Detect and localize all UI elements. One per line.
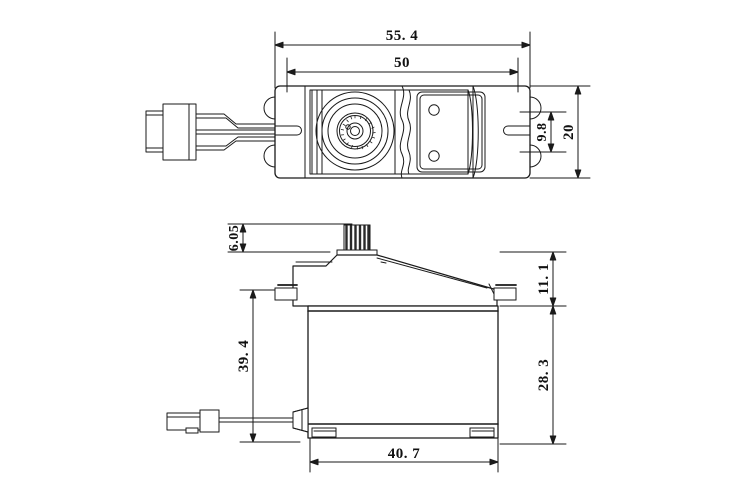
dimension-9-8 (519, 111, 567, 153)
connector-taper (188, 103, 197, 161)
dimension-label-50: 50 (394, 55, 410, 71)
spline-ribs (345, 224, 370, 251)
front-view-cable (166, 409, 294, 434)
front-view (166, 224, 517, 439)
dimension-label-6-05: 6.05 (227, 225, 242, 252)
mounting-flange-left (274, 284, 298, 301)
wire-1 (195, 113, 276, 125)
dimension-label-11-1: 11. 1 (536, 263, 552, 295)
wire-3b (195, 140, 276, 151)
mounting-notch-right-bottom (529, 144, 542, 168)
spline-teeth (340, 115, 376, 150)
dimension-label-55-4: 55. 4 (386, 28, 419, 44)
top-case-inner (309, 89, 469, 175)
top-case-body (304, 85, 474, 179)
top-cover-ridge (376, 257, 488, 289)
connector-latch (185, 427, 199, 434)
mounting-flange-right (493, 284, 517, 301)
dimension-label-9-8: 9.8 (535, 123, 550, 142)
screw-hole-bottom (428, 150, 440, 162)
front-connector-body (199, 409, 220, 433)
connector-body (162, 103, 190, 161)
main-body (307, 305, 499, 439)
spline-output-shaft (336, 224, 378, 256)
dimension-label-28-3: 28. 3 (536, 359, 552, 392)
dimension-label-39-4: 39. 4 (236, 340, 252, 373)
top-cover-seam (380, 261, 387, 264)
mounting-slot-left (274, 125, 302, 136)
screw-hole-top (428, 104, 440, 116)
dimension-50 (286, 57, 519, 93)
wire-1b (195, 117, 276, 129)
top-view (263, 85, 542, 179)
output-spline-gear (315, 91, 395, 171)
gear-plate-rounded (321, 89, 396, 175)
foot-left (311, 427, 337, 438)
shaft-boss (336, 249, 378, 256)
front-connector-plug (166, 412, 201, 431)
side-panel-curve (467, 89, 473, 175)
cable-strain-relief (292, 407, 309, 433)
mounting-slot-right (503, 125, 531, 136)
mounting-notch-right-top (529, 96, 542, 120)
dimension-6-05 (227, 223, 353, 253)
mounting-notch-left-bottom (263, 144, 276, 168)
side-panel-curve-2 (472, 85, 479, 179)
top-view-outline (274, 85, 531, 179)
side-panel (416, 91, 486, 173)
dimension-label-20: 20 (561, 124, 577, 140)
dimension-55-4 (274, 31, 531, 89)
top-view-cable (145, 103, 276, 161)
case-seam-wavy (399, 85, 405, 179)
foot-right (469, 427, 495, 438)
case-seam-wavy-2 (407, 89, 411, 175)
mounting-notch-left-top (263, 96, 276, 120)
dimension-20 (529, 85, 591, 179)
connector-plug (145, 110, 164, 153)
dimension-39-4 (239, 289, 301, 443)
wire-3 (195, 136, 276, 147)
dimension-label-40-7: 40. 7 (388, 446, 421, 462)
dimension-28-3 (499, 305, 567, 445)
